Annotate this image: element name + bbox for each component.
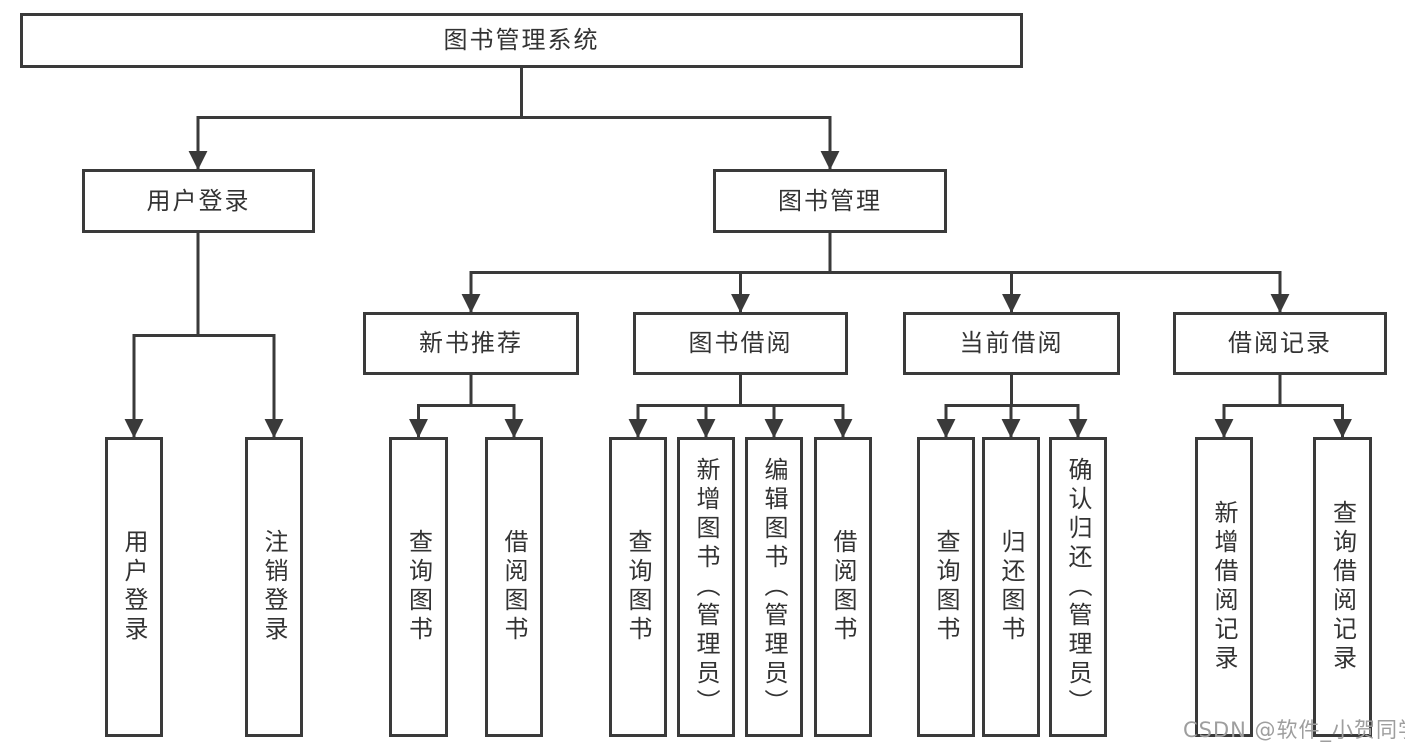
edge-new-book-bus (418, 375, 514, 407)
node-current-borrow: 当前借阅 (903, 312, 1120, 375)
edge-borrow-records-bus (1224, 375, 1343, 407)
edge-book-management-bus (471, 233, 1280, 274)
edge-book-borrow-bus (638, 375, 843, 407)
leaf-add-books-admin: 新增图书（管理员） (677, 437, 735, 737)
edge-user-login-bus (134, 233, 274, 337)
leaf-borrow-books: 借阅图书 (814, 437, 872, 737)
leaf-confirm-return-admin: 确认归还（管理员） (1049, 437, 1107, 737)
node-root: 图书管理系统 (20, 13, 1023, 68)
leaf-borrow-books-recommend: 借阅图书 (485, 437, 543, 737)
csdn-watermark: CSDN @软件_小贺同学 (1183, 718, 1405, 742)
leaf-query-borrow-record: 查询借阅记录 (1313, 437, 1372, 737)
leaf-query-books-current: 查询图书 (917, 437, 975, 737)
leaf-logout: 注销登录 (245, 437, 303, 737)
node-book-management: 图书管理 (713, 169, 947, 233)
edge-current-borrow-bus (946, 375, 1078, 407)
node-borrow-records: 借阅记录 (1173, 312, 1387, 375)
edge-root-bus (198, 68, 830, 119)
leaf-user-login: 用户登录 (105, 437, 163, 737)
node-new-book-recommend: 新书推荐 (363, 312, 579, 375)
leaf-return-books: 归还图书 (982, 437, 1040, 737)
leaf-add-borrow-record: 新增借阅记录 (1195, 437, 1253, 737)
leaf-query-books-borrow: 查询图书 (609, 437, 667, 737)
node-user-login: 用户登录 (82, 169, 315, 233)
leaf-query-books-recommend: 查询图书 (389, 437, 448, 737)
leaf-edit-books-admin: 编辑图书（管理员） (745, 437, 803, 737)
node-book-borrow: 图书借阅 (633, 312, 848, 375)
